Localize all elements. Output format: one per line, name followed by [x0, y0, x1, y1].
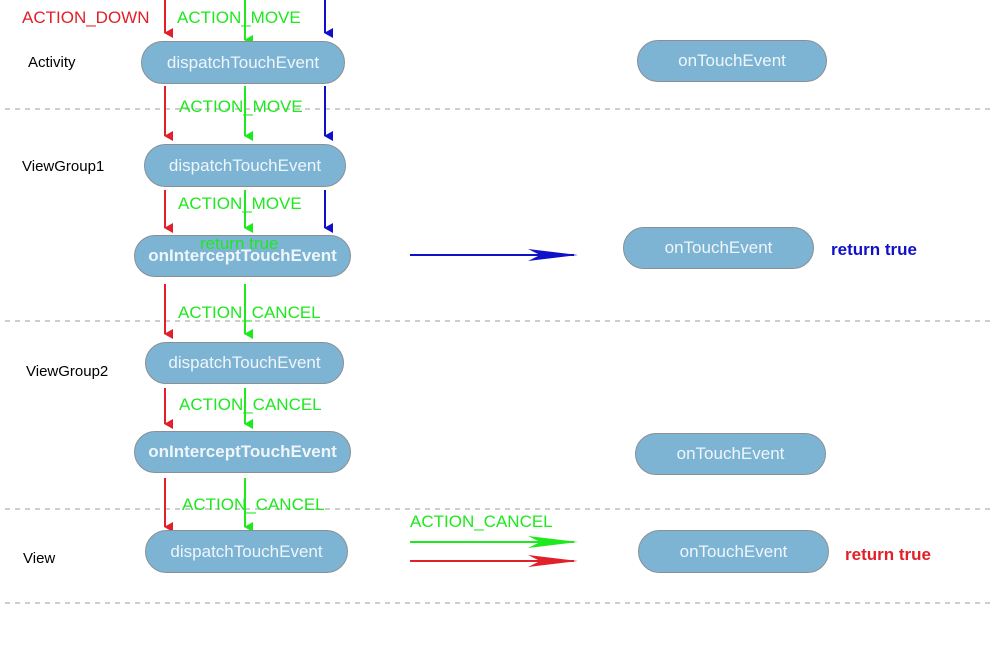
lane-label-viewgroup2: ViewGroup2 [26, 363, 109, 380]
vg2-ontouch-node: onTouchEvent [635, 433, 826, 475]
activity-ontouch-node: onTouchEvent [637, 40, 827, 82]
label-return-true-intercept: return true [200, 234, 279, 253]
vg2-dispatch-node: dispatchTouchEvent [145, 342, 344, 384]
lane-label-activity: Activity [28, 54, 76, 71]
arrowhead-blue-h [528, 249, 578, 261]
label-action-move-top: ACTION_MOVE [177, 8, 301, 27]
vg1-dispatch-node: dispatchTouchEvent [144, 144, 346, 187]
label-return-true-view: return true [845, 545, 931, 564]
vg1-intercept-node: onInterceptTouchEvent [134, 235, 351, 277]
view-ontouch-node: onTouchEvent [638, 530, 829, 573]
lane-label-viewgroup1: ViewGroup1 [22, 158, 105, 175]
lane-label-view: View [23, 550, 56, 567]
arrowhead-red-h [528, 555, 578, 567]
vg1-ontouch-node: onTouchEvent [623, 227, 814, 269]
lane-dividers [5, 108, 990, 604]
label-action-move-1: ACTION_MOVE [179, 97, 303, 116]
label-action-down: ACTION_DOWN [22, 8, 150, 27]
label-action-cancel-2: ACTION_CANCEL [179, 395, 322, 414]
label-action-move-2: ACTION_MOVE [178, 194, 302, 213]
label-action-cancel-3: ACTION_CANCEL [182, 495, 325, 514]
label-return-true-vg1: return true [831, 240, 917, 259]
activity-dispatch-node: dispatchTouchEvent [141, 41, 345, 84]
label-action-cancel-view: ACTION_CANCEL [410, 512, 553, 531]
vg2-intercept-node: onInterceptTouchEvent [134, 431, 351, 473]
label-action-cancel-1: ACTION_CANCEL [178, 303, 321, 322]
view-dispatch-node: dispatchTouchEvent [145, 530, 348, 573]
arrowhead-green-h [528, 536, 578, 548]
